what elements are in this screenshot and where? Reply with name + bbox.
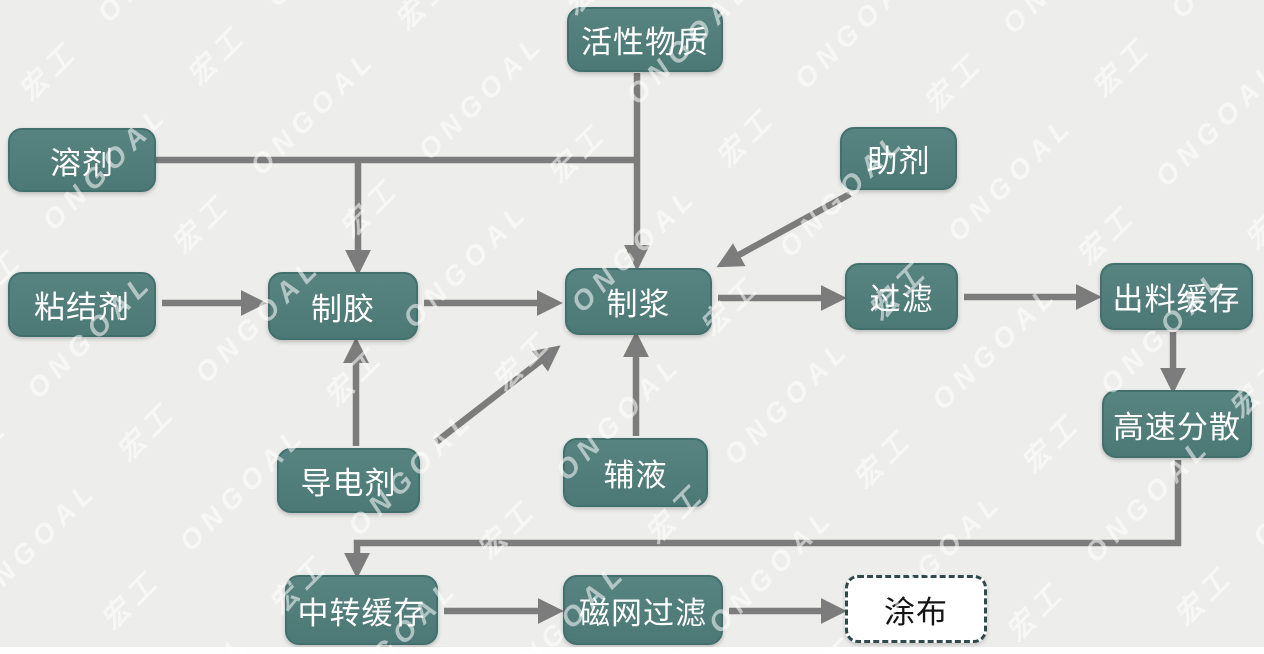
node-label-binder: 粘结剂 — [34, 290, 130, 325]
node-transfer-buffer: 中转缓存 — [285, 575, 438, 645]
node-discharge-buffer: 出料缓存 — [1100, 263, 1253, 330]
node-glue-making: 制胶 — [268, 272, 418, 340]
node-auxiliary-liquid: 辅液 — [563, 438, 708, 507]
edge-conductive-agent-to-slurry-making — [434, 345, 561, 445]
edge-high-speed-dispersion-to-transfer-buffer — [344, 460, 1182, 579]
node-label-glue-making: 制胶 — [311, 291, 375, 327]
node-filtering: 过滤 — [845, 263, 958, 330]
node-label-active-material: 活性物质 — [581, 25, 709, 60]
node-binder: 粘结剂 — [8, 272, 156, 337]
node-label-slurry-making: 制浆 — [606, 287, 671, 322]
node-conductive-agent: 导电剂 — [277, 448, 420, 513]
node-additive: 助剂 — [840, 127, 957, 190]
node-label-high-speed-dispersion: 高速分散 — [1113, 409, 1241, 445]
node-label-discharge-buffer: 出料缓存 — [1112, 282, 1241, 317]
node-coating: 涂布 — [845, 575, 987, 643]
node-label-conductive-agent: 导电剂 — [300, 466, 397, 501]
node-label-auxiliary-liquid: 辅液 — [603, 458, 668, 493]
edge-additive-to-slurry-making — [716, 191, 852, 268]
node-label-solvent: 溶剂 — [50, 145, 114, 181]
node-label-transfer-buffer: 中转缓存 — [297, 595, 426, 631]
node-slurry-making: 制浆 — [565, 268, 712, 335]
bottom-edge-strip — [0, 647, 1264, 654]
node-high-speed-dispersion: 高速分散 — [1102, 390, 1252, 458]
node-label-additive: 助剂 — [866, 144, 931, 179]
node-label-filtering: 过滤 — [869, 282, 934, 317]
node-active-material: 活性物质 — [567, 7, 723, 72]
node-label-magnetic-filter: 磁网过滤 — [579, 595, 707, 631]
node-solvent: 溶剂 — [8, 128, 156, 192]
node-magnetic-filter: 磁网过滤 — [563, 575, 723, 645]
node-label-coating: 涂布 — [884, 594, 948, 630]
